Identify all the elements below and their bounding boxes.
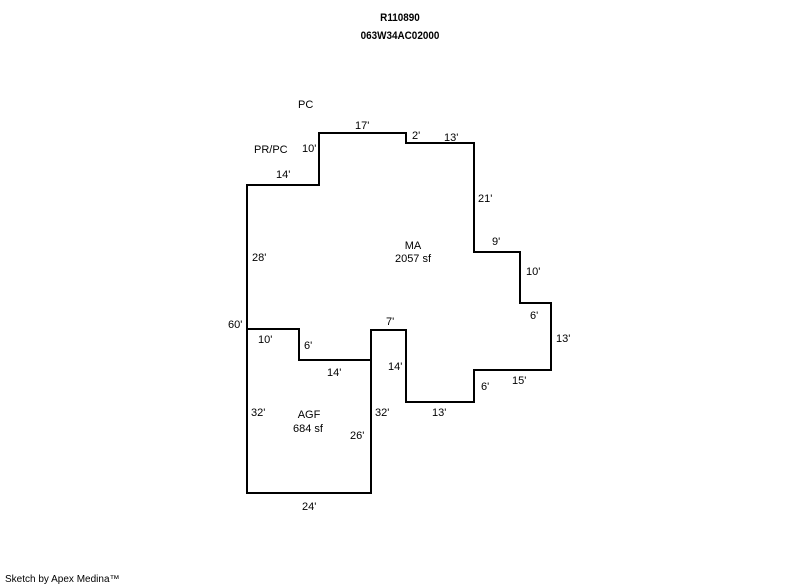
dim-label: 10' <box>302 143 316 155</box>
dim-label: 14' <box>276 169 290 181</box>
dim-label: 13' <box>444 132 458 144</box>
dim-label: 60' <box>228 319 242 331</box>
dim-label: 6' <box>304 340 312 352</box>
dim-label: 13' <box>556 333 570 345</box>
dim-label: 10' <box>258 334 272 346</box>
dim-label: 14' <box>388 361 402 373</box>
dim-label: 6' <box>530 310 538 322</box>
label-pr-pc: PR/PC <box>254 144 288 156</box>
dim-label: 32' <box>251 407 265 419</box>
account-number: R110890 <box>380 12 420 24</box>
dim-label: 24' <box>302 501 316 513</box>
dim-label: 2' <box>412 130 420 142</box>
dim-label: 6' <box>481 381 489 393</box>
dim-label: 21' <box>478 193 492 205</box>
area-ma-name: MA <box>405 240 422 252</box>
dim-label: 13' <box>432 407 446 419</box>
dim-label: 32' <box>375 407 389 419</box>
dim-label: 28' <box>252 252 266 264</box>
sketch-credit: Sketch by Apex Medina™ <box>5 574 120 585</box>
map-number: 063W34AC02000 <box>360 30 440 42</box>
area-ma-size: 2057 sf <box>395 253 432 265</box>
area-agf-name: AGF <box>298 409 321 421</box>
label-pc: PC <box>298 99 313 111</box>
area-agf-outline <box>246 328 372 494</box>
dim-label: 17' <box>355 120 369 132</box>
dim-label: 9' <box>492 236 500 248</box>
dim-label: 14' <box>327 367 341 379</box>
dim-label: 15' <box>512 375 526 387</box>
dim-label: 10' <box>526 266 540 278</box>
dim-label: 26' <box>350 430 364 442</box>
dim-label: 7' <box>386 316 394 328</box>
area-agf-size: 684 sf <box>293 423 324 435</box>
